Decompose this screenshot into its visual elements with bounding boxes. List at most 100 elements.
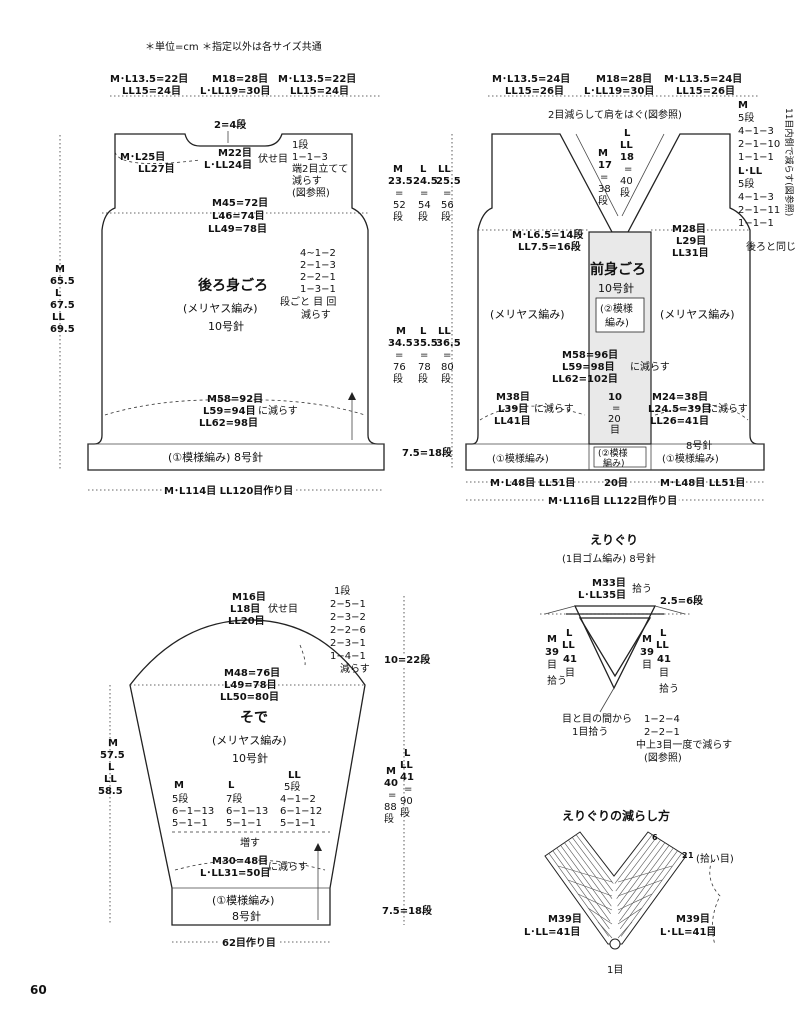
sleeve-inc-ll-3: 6−1−12 <box>280 806 322 817</box>
back-st1: M45=72目 <box>212 197 268 209</box>
neckband-note1: 目と目の間から <box>562 713 632 725</box>
front-rib-center-b: 編み) <box>603 457 625 469</box>
mid-bot-ll-v2: 80 <box>441 362 454 373</box>
sleeve-cap2: L18目 <box>230 603 260 615</box>
sleeve-cap-dec-6: 減らす <box>340 662 370 675</box>
front-top-group2b: L･LL19=30目 <box>584 85 654 97</box>
front-dec-label: に減らす <box>630 360 670 373</box>
back-top-group2b: L･LL19=30目 <box>200 85 270 97</box>
mid-bot-m-v0: 34.5 <box>388 338 413 349</box>
neckband-left2-3: 目 <box>565 668 575 679</box>
front-dec3: LL62=102目 <box>552 373 618 385</box>
front-bot-right: M･L48目 LL51目 <box>660 477 745 489</box>
front-center-rows-l-4: 40 <box>620 176 633 187</box>
sleeve-cap-dec-0: 1段 <box>334 584 350 597</box>
front-right-a: M28目 <box>672 223 706 235</box>
neckband-right2-4: 拾う <box>659 682 679 695</box>
grid-line <box>614 834 653 884</box>
front-center-rows-3: 38 <box>598 184 611 195</box>
back-top-group1a: M･L13.5=22目 <box>110 73 188 85</box>
sleeve-inc-l-2: 6−1−13 <box>226 806 268 817</box>
front-rib-right: (①模様編み) <box>662 452 719 465</box>
front-side-note: 11目内側で減らす(図参照) <box>783 108 795 216</box>
front-center-st-1: = <box>612 403 620 414</box>
back-rib: (①模様編み) 8号針 <box>168 450 263 464</box>
neckband-sub: (1目ゴム編み) 8号針 <box>562 552 656 565</box>
back-stitch: (メリヤス編み) <box>183 301 258 315</box>
sleeve-r-m-2: = <box>388 790 396 801</box>
front-top-group1b: LL15=26目 <box>505 85 564 97</box>
grid-line <box>617 842 666 907</box>
grid-line <box>568 839 613 899</box>
mid-bot-ll-v3: 段 <box>441 372 451 385</box>
back-neck-dec-3: 減らす <box>292 174 322 187</box>
neck-dec-pick: (拾い目) <box>696 852 734 865</box>
front-right-dec-2: 4−1−3 <box>738 126 774 137</box>
sleeve-r-m-3: 88 <box>384 802 397 813</box>
grid-line <box>575 834 614 884</box>
front-top-group3b: LL15=26目 <box>676 85 735 97</box>
neckband-dec-0: 1−2−4 <box>644 714 680 725</box>
sleeve-cap3: LL20目 <box>228 615 265 627</box>
front-bot-center: 20目 <box>604 477 628 489</box>
front-center-rows-0: M <box>598 148 608 159</box>
sleeve-inc-label: 増す <box>240 836 260 849</box>
neckband-dec-3: (図参照) <box>644 751 682 764</box>
neck-dec-r2: L･LL=41目 <box>660 926 716 938</box>
neckband-right2-0: L <box>660 628 667 639</box>
sleeve-cap-dec-5: 1−4−1 <box>330 651 366 662</box>
front-left-a: M･L6.5=14段 <box>512 228 583 241</box>
neckband-panel: えりぐり (1目ゴム編み) 8号針 M33目 L･LL35目 拾う 2.5=6段… <box>540 533 732 764</box>
front-rdec2: L24.5=39目 <box>648 403 711 415</box>
front-center-st-2: 20 <box>608 414 621 425</box>
front-right-b: L29目 <box>676 235 706 247</box>
back-body-panel: M･L13.5=22目 LL15=24目 M18=28目 L･LL19=30目 … <box>50 73 385 500</box>
neckband-right2-3: 目 <box>659 668 669 679</box>
front-right-dec-6: 5段 <box>738 177 754 190</box>
sleeve-dec-label: に減らす <box>268 860 308 873</box>
sleeve-st1: M48=76目 <box>224 667 280 679</box>
grid-line <box>617 921 633 939</box>
front-right-dec-4: 1−1−1 <box>738 152 774 163</box>
front-center-st-0: 10 <box>608 392 622 403</box>
neckband-left2-2: 41 <box>563 654 577 665</box>
grid-line <box>617 893 653 911</box>
sleeve-inc-ll-0: LL <box>288 770 301 781</box>
mid-bot-l-v2: 78 <box>418 362 431 373</box>
front-rdec1: M24=38目 <box>652 391 708 403</box>
neckband-right2-1: LL <box>656 640 669 651</box>
back-dec3: LL62=98目 <box>199 417 258 429</box>
front-center-rows-l-0: L <box>624 128 631 139</box>
mid-top-l: L <box>420 164 427 175</box>
mid-top-l-v0: 24.5 <box>413 176 438 187</box>
back-neck-dec-1: 1−1−3 <box>292 152 328 163</box>
middle-row-counts: M 23.5 = 52 段 L 24.5 = 54 段 LL 25.5 = 56… <box>388 134 461 470</box>
sleeve-cap-dec-3: 2−2−6 <box>330 625 366 636</box>
grid-line <box>616 839 661 899</box>
neckband-right-1: 39 <box>640 647 654 658</box>
sleeve-inc-ll-2: 4−1−2 <box>280 794 316 805</box>
mid-top-l-v2: 54 <box>418 200 431 211</box>
back-height-l: L <box>55 288 62 299</box>
sleeve-dec2: L･LL31=50目 <box>200 867 270 879</box>
mid-bot-m-v1: = <box>395 350 403 361</box>
mid-top-ll-v1: = <box>443 188 451 199</box>
front-center-rows-4: 段 <box>598 194 608 207</box>
mid-bot-l: L <box>420 326 427 337</box>
mid-top-ll: LL <box>438 164 451 175</box>
back-dec-label: に減らす <box>258 404 298 417</box>
front-bottom-bg: M･L116目 LL122目作り目 <box>548 494 677 507</box>
grid-line <box>560 845 611 914</box>
back-side-dec-1: 2−1−3 <box>300 260 336 271</box>
front-left-b: LL7.5=16段 <box>518 240 581 253</box>
sleeve-r-m-1: 40 <box>384 778 398 789</box>
front-panel-b: 編み) <box>605 316 629 329</box>
neckband-pick2: L･LL35目 <box>578 589 626 601</box>
front-body-panel: M･L13.5=24目 LL15=26目 M18=28目 L･LL19=30目 … <box>465 73 796 510</box>
front-shoulder-note: 2目減らして肩をはぐ(図参照) <box>548 108 682 121</box>
front-bot-left: M･L48目 LL51目 <box>490 477 575 489</box>
sleeve-h-l: L <box>108 762 115 773</box>
back-needle: 10号針 <box>208 319 244 333</box>
back-height-m-v: 65.5 <box>50 276 75 287</box>
